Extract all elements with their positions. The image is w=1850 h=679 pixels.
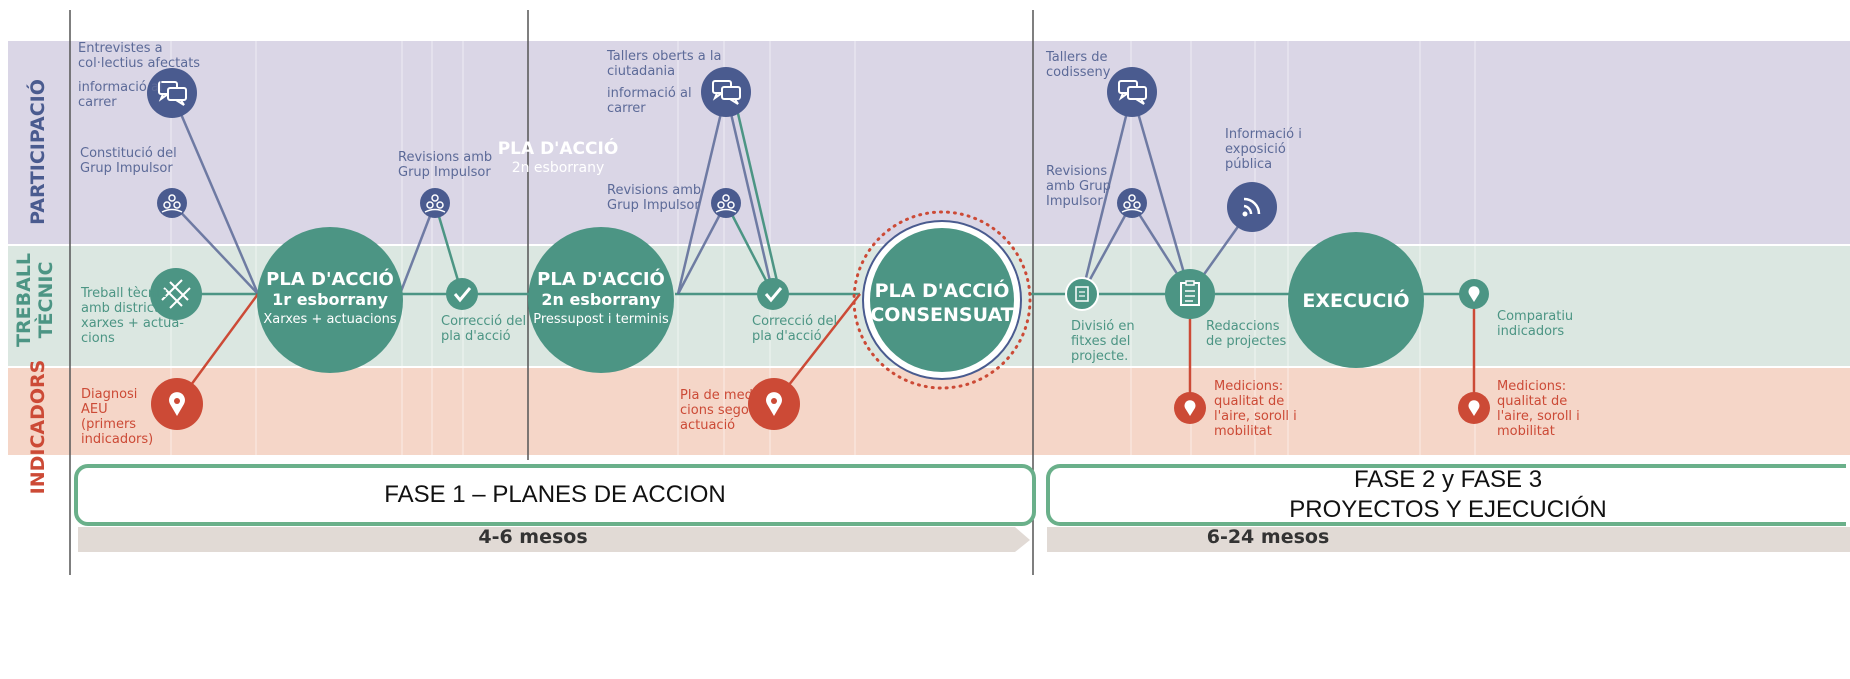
hub3-line2: CONSENSUAT [870,304,1013,326]
network-grid-icon [150,268,202,320]
hub2-detail: Pressupost i terminis [533,312,669,327]
row-label-indicadors: INDICADORS [27,360,49,495]
chat-bubbles-icon [147,68,197,118]
hub1-title: PLA D'ACCIÓ [266,268,394,290]
location-pin-icon [1174,392,1206,424]
phase-fase23-line2: PROYECTOS Y EJECUCIÓN [1289,496,1607,523]
location-pin-icon [748,378,800,430]
row-label-treball-2: TÈCNIC [34,262,57,339]
group-people-icon [420,188,450,218]
check-icon [446,278,478,310]
duration-label-2: 6-24 mesos [1206,526,1330,548]
phase-fase23-line1: FASE 2 y FASE 3 [1353,466,1543,493]
hub3-line1: PLA D'ACCIÓ [875,278,1010,302]
hub1-sub: 1r esborrany [272,290,388,309]
phase-fase1-label: FASE 1 – PLANES DE ACCION [384,481,726,508]
chat-bubbles-icon [701,67,751,117]
hub4-title: EXECUCIÓ [1302,288,1409,312]
duration-bar-1 [78,527,1030,552]
hub2-title: PLA D'ACCIÓ [537,268,665,290]
broadcast-icon [1227,182,1277,232]
duration-bar-2 [1047,527,1850,552]
phase-box-fase23: FASE 2 y FASE 3 PROYECTOS Y EJECUCIÓN [1046,464,1846,526]
location-pin-icon [1458,392,1490,424]
hub-pla-accio-consensuat [870,228,1014,372]
grid-lines [170,10,1476,460]
hub-execucio [1288,232,1424,368]
floating-sub: 2n esborrany [512,160,605,176]
group-people-icon [1117,188,1147,218]
clipboard-icon [1165,269,1215,319]
band-indicadors [8,368,1850,455]
group-people-icon [711,188,741,218]
phase-box-fase1: FASE 1 – PLANES DE ACCION [74,464,1036,526]
location-pin-icon [151,378,203,430]
location-pin-icon [1459,279,1489,309]
duration-label-1: 4-6 mesos [478,526,588,548]
floating-title: PLA D'ACCIÓ [498,137,619,159]
hub2-sub: 2n esborrany [541,290,661,309]
band-participacio [8,41,1850,244]
hub-consensuat-dotted-ring [852,210,1032,390]
row-label-participacio: PARTICIPACIÓ [25,79,49,225]
check-icon [757,278,789,310]
row-label-treball-1: TREBALL [13,253,35,347]
clipboard-icon [1065,277,1099,311]
hub-pla-accio-1 [257,227,403,373]
group-people-icon [157,188,187,218]
hub-pla-accio-2 [528,227,674,373]
hub1-detail: Xarxes + actuacions [263,312,396,327]
chat-bubbles-icon [1107,67,1157,117]
